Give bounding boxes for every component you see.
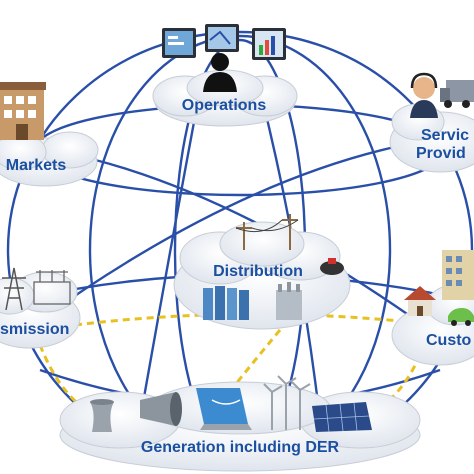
power-line-icon — [235, 214, 299, 250]
service-truck-icon — [440, 80, 474, 108]
substation-icon — [203, 286, 249, 320]
building-icon — [0, 82, 46, 140]
operator-icon — [203, 53, 237, 92]
transmission-substation-icon — [33, 270, 71, 305]
nuclear-plant-icon — [90, 399, 114, 432]
wind-turbine-icon — [263, 375, 311, 430]
transformer-icon — [276, 282, 302, 320]
house-icon — [404, 286, 436, 316]
dam-icon — [196, 388, 252, 430]
operations-node: Operations — [152, 24, 298, 127]
apartment-icon — [442, 250, 474, 300]
transmission-tower-icon — [2, 267, 26, 311]
call-agent-icon — [410, 72, 438, 118]
diagonal-ops-gen — [138, 89, 202, 421]
service-provider-label-line1: Servic — [421, 127, 469, 144]
recloser-icon — [320, 258, 344, 275]
service-provider-label-line2: Provid — [416, 145, 466, 162]
electric-car-icon — [448, 308, 474, 326]
dashed-link-distribution-generation — [233, 329, 282, 386]
distribution-node: Distribution — [173, 214, 351, 330]
generation-label: Generation including DER — [141, 439, 340, 456]
solar-panel-icon — [312, 402, 372, 433]
dashed-link-transmission-customer — [74, 312, 411, 327]
service-provider-cloud — [389, 103, 474, 173]
markets-label: Markets — [6, 157, 67, 174]
distribution-label: Distribution — [213, 263, 303, 280]
operations-label: Operations — [182, 97, 267, 114]
transmission-label: smission — [0, 321, 69, 338]
markets-cloud — [0, 131, 99, 187]
turbine-icon — [140, 392, 182, 426]
operations-cloud — [152, 69, 298, 127]
diagonal-service-transmission — [39, 138, 431, 321]
markets-node: Markets — [0, 82, 99, 187]
transmission-node: smission — [0, 267, 81, 349]
generation-node: Generation including DER — [59, 375, 421, 472]
service-provider-node: Servic Provid — [389, 72, 474, 173]
customer-label: Custo — [426, 332, 472, 349]
monitor-icon — [162, 24, 286, 60]
customer-node: Custo — [391, 250, 474, 366]
